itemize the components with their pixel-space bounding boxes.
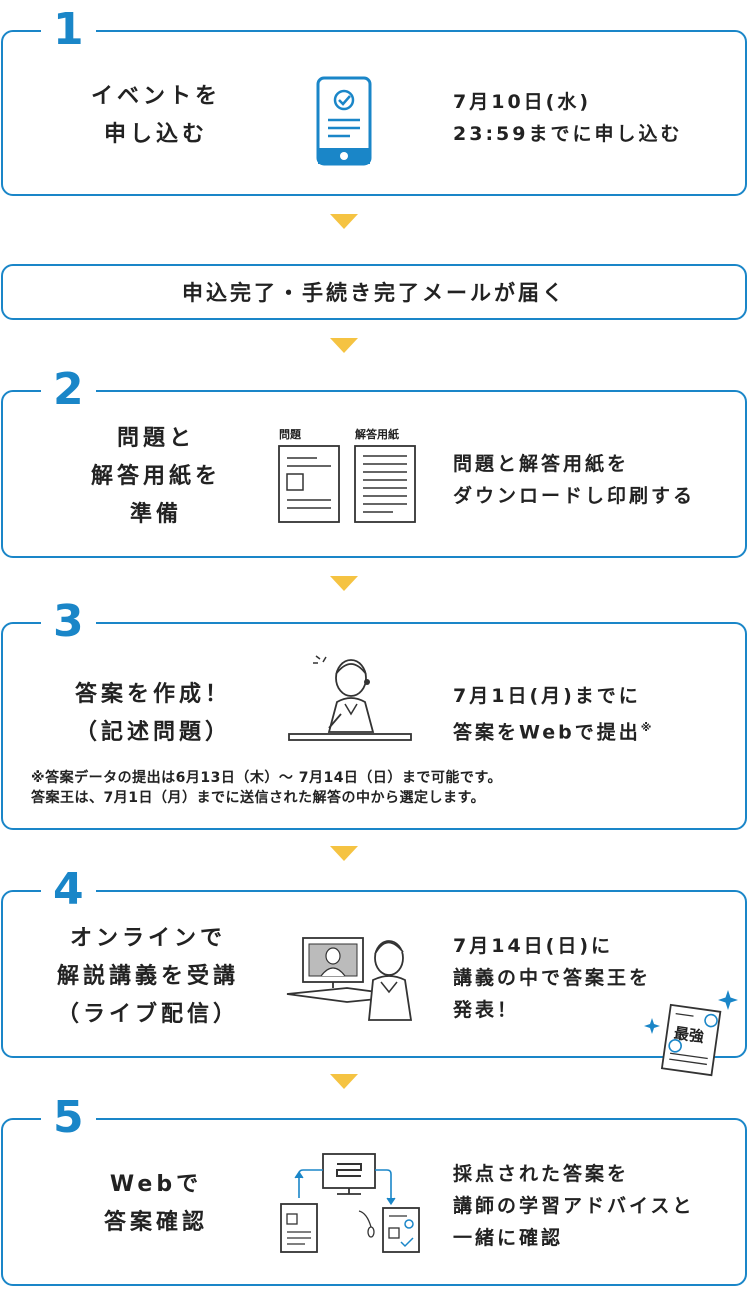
sparkle-icon	[718, 990, 738, 1010]
desc-line: 講師の学習アドバイスと	[453, 1195, 695, 1217]
step-1-card: 1 イベントを 申し込む 7月10日(水) 23:59までに申し込む	[1, 6, 747, 196]
down-arrow-icon	[330, 846, 358, 861]
monitor-sync-icon	[280, 1153, 420, 1253]
smartphone-check-icon	[316, 76, 372, 166]
desc-line: 発表！	[453, 999, 520, 1021]
title-line: （ライブ配信）	[56, 1002, 239, 1027]
step-title: 問題と 解答用紙を 準備	[61, 420, 251, 534]
document-icon	[278, 445, 340, 523]
step-description: 採点された答案を 講師の学習アドバイスと 一緒に確認	[453, 1158, 694, 1254]
step-description: 問題と解答用紙を ダウンロードし印刷する	[453, 448, 695, 512]
desc-line: 答案をWebで提出※	[453, 712, 651, 748]
desc-line: ダウンロードし印刷する	[453, 485, 696, 507]
footnote-mark: ※	[640, 721, 652, 734]
desc-line: 23:59までに申し込む	[453, 123, 683, 145]
step-note: ※答案データの提出は6月13日（木）～ 7月14日（日）まで可能です。 答案王は…	[31, 768, 502, 808]
desc-line: 問題と解答用紙を	[453, 453, 630, 475]
answer-sheet-label: 解答用紙	[355, 428, 399, 441]
mail-notice-text: 申込完了・手続き完了メールが届く	[182, 281, 566, 305]
desc-text: 答案をWebで提出	[453, 721, 641, 744]
step-description: 7月1日(月)までに 答案をWebで提出※	[453, 680, 651, 748]
step-3-card: 3 答案を作成！ （記述問題） 7月1日(月)までに 答案をWebで提出※ ※答…	[1, 598, 747, 830]
down-arrow-icon	[330, 214, 358, 229]
desc-line: 講義の中で答案王を	[453, 967, 652, 989]
desc-line: 7月1日(月)までに	[453, 685, 641, 707]
student-writing-illustration	[288, 655, 412, 741]
step-description: 7月14日(日)に 講義の中で答案王を 発表！	[453, 930, 651, 1026]
title-line: 問題と	[116, 426, 195, 451]
step-title: オンラインで 解説講義を受講 （ライブ配信）	[43, 920, 253, 1034]
title-line: 申し込む	[103, 122, 208, 147]
down-arrow-icon	[330, 338, 358, 353]
title-line: （記述問題）	[74, 720, 231, 745]
step-title: イベントを 申し込む	[61, 78, 251, 154]
step-description: 7月10日(水) 23:59までに申し込む	[453, 86, 682, 150]
sparkle-icon	[644, 1018, 660, 1034]
certificate-badge-text: 最強	[672, 1023, 706, 1046]
step-2-card: 2 問題と 解答用紙を 準備 問題 解答用紙 問題と解答用紙を ダウンロードし印…	[1, 366, 747, 558]
desc-line: 採点された答案を	[453, 1163, 630, 1185]
note-line: ※答案データの提出は6月13日（木）～ 7月14日（日）まで可能です。	[31, 770, 503, 786]
step-number: 3	[41, 598, 96, 646]
title-line: 答案確認	[103, 1210, 208, 1235]
title-line: 解説講義を受講	[56, 964, 239, 989]
desc-line: 一緒に確認	[453, 1227, 564, 1249]
down-arrow-icon	[330, 1074, 358, 1089]
document-icon	[354, 445, 416, 523]
question-sheet-label: 問題	[279, 428, 301, 441]
certificate-icon	[660, 1003, 722, 1077]
step-number: 5	[41, 1094, 96, 1142]
note-line: 答案王は、7月1日（月）までに送信された解答の中から選定します。	[31, 790, 486, 806]
desc-line: 7月14日(日)に	[453, 935, 614, 957]
step-title: Webで 答案確認	[61, 1166, 251, 1242]
step-4-card: 4 オンラインで 解説講義を受講 （ライブ配信） 7月14日(日)に 講義の中で…	[1, 866, 747, 1058]
mail-notice-card: 申込完了・手続き完了メールが届く	[1, 264, 747, 320]
down-arrow-icon	[330, 576, 358, 591]
step-number: 2	[41, 366, 96, 414]
title-line: 解答用紙を	[90, 464, 221, 489]
step-number: 1	[41, 6, 96, 54]
step-number: 4	[41, 866, 96, 914]
step-5-card: 5 Webで 答案確認 採点された答案を 講師の学習アドバイスと 一緒に確認	[1, 1094, 747, 1286]
title-line: 準備	[129, 502, 182, 527]
title-line: イベントを	[90, 84, 221, 109]
title-line: 答案を作成！	[74, 682, 231, 707]
student-watching-screen-illustration	[286, 937, 413, 1021]
step-title: 答案を作成！ （記述問題）	[53, 676, 253, 752]
desc-line: 7月10日(水)	[453, 91, 592, 113]
title-line: オンラインで	[69, 926, 226, 951]
title-line: Webで	[109, 1172, 203, 1197]
